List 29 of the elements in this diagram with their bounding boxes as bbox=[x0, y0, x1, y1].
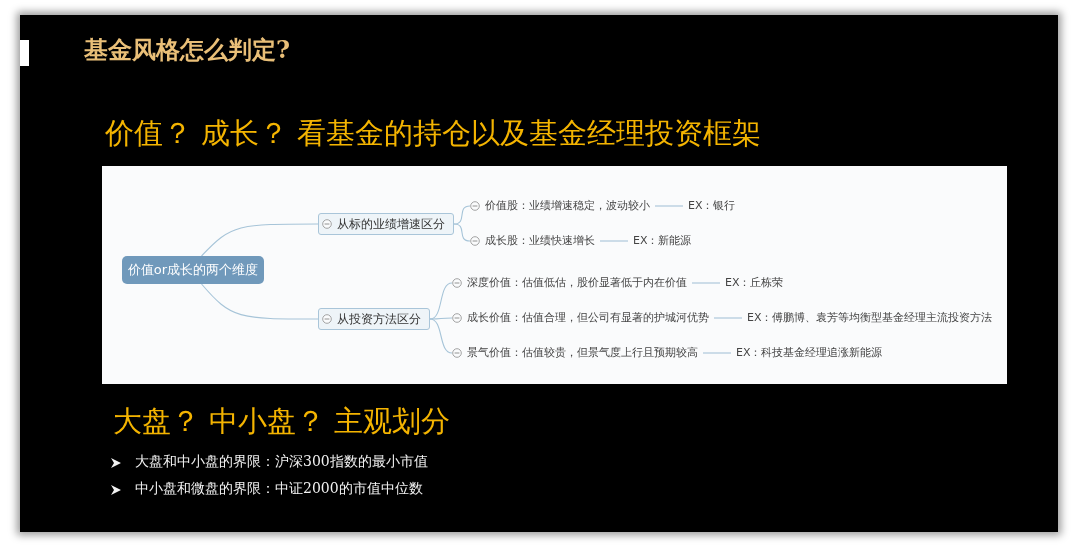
bullet-text: 大盘和中小盘的界限：沪深300指数的最小市值 bbox=[135, 453, 428, 471]
topic-item: 景气价值：估值较贵，但景气度上行且预期较高 bbox=[452, 346, 703, 360]
example-text: EX：傅鹏博、袁芳等均衡型基金经理主流投资方法 bbox=[742, 311, 998, 325]
heading: 大盘？ 中小盘？ 主观划分 bbox=[113, 403, 451, 440]
bullet-text: 中小盘和微盘的界限：中证2000的市值中位数 bbox=[135, 480, 423, 498]
connector bbox=[429, 318, 453, 354]
topic-item: 成长价值：估值合理，但公司有显著的护城河优势 bbox=[452, 311, 714, 325]
topic-item: 价值股：业绩增速稳定，波动较小 bbox=[470, 199, 655, 213]
connector bbox=[599, 240, 629, 242]
topic-box: 从标的业绩增速区分 bbox=[318, 213, 454, 235]
example-text: EX：新能源 bbox=[628, 234, 697, 248]
example-text: EX：银行 bbox=[683, 199, 741, 213]
heading: 价值？ 成长？ 看基金的持仓以及基金经理投资框架 bbox=[105, 115, 762, 152]
connector bbox=[713, 317, 743, 319]
example-text: EX：丘栋荣 bbox=[720, 276, 789, 290]
central-topic-box: 价值or成长的两个维度 bbox=[122, 256, 264, 284]
connector bbox=[429, 317, 453, 320]
topic-item: 深度价值：估值低估，股价显著低于内在价值 bbox=[452, 276, 692, 290]
connector bbox=[200, 283, 319, 320]
topic-box: 从投资方法区分 bbox=[318, 308, 430, 330]
slide-title: 基金风格怎么判定? bbox=[84, 34, 291, 66]
connector bbox=[691, 282, 721, 284]
connector bbox=[654, 205, 684, 207]
connector bbox=[702, 352, 732, 354]
topic-item: 成长股：业绩快速增长 bbox=[470, 234, 600, 248]
example-text: EX：科技基金经理追涨新能源 bbox=[731, 346, 888, 360]
connector bbox=[200, 223, 319, 257]
connector bbox=[453, 205, 471, 225]
connector bbox=[453, 223, 471, 242]
